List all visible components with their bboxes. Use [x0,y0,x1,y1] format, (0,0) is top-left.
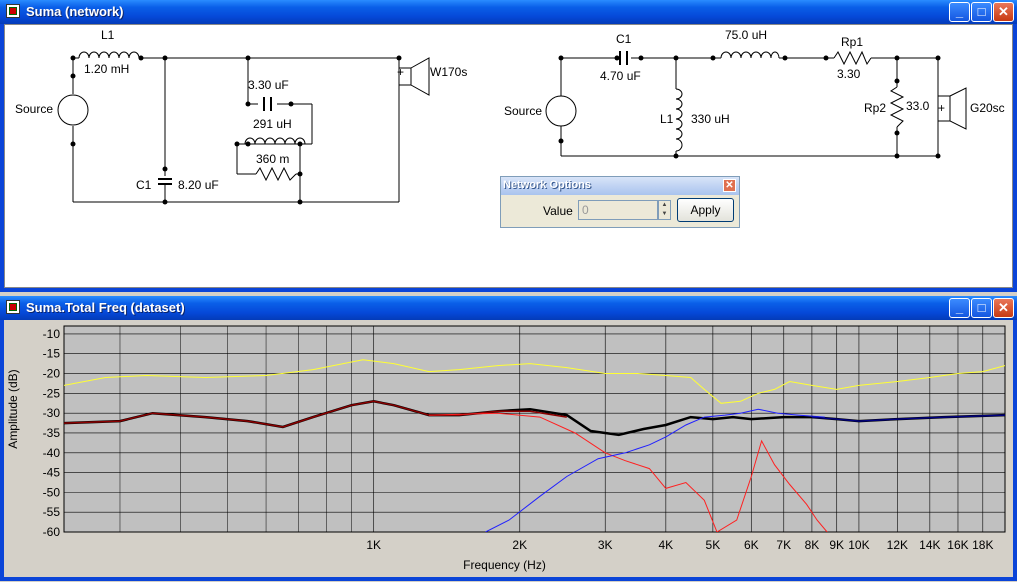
x-tick-label: 9K [829,538,844,552]
label-r-360m: 360 m [256,152,290,166]
y-tick-label: -10 [43,327,61,341]
x-tick-label: 2K [512,538,527,552]
y-tick-label: -45 [43,466,61,480]
series-line-0 [64,359,1005,404]
y-tick-label: -60 [43,525,61,539]
plot-window-title: Suma.Total Freq (dataset) [26,300,185,315]
x-tick-label: 10K [848,538,869,552]
y-axis-label: Amplitude (dB) [6,369,20,448]
label-c1-right-value: 4.70 uF [600,69,641,83]
label-rp1-value: 3.30 [837,67,861,81]
inductor-330uh [675,88,683,152]
label-l1-value: 1.20 mH [84,62,130,76]
value-input[interactable] [578,200,658,220]
network-canvas: L1 1.20 mH Source 3.30 uF 291 uH 360 m C… [4,24,1013,288]
schematic [57,50,967,205]
junction-dots [70,55,941,205]
label-rp2-value: 33.0 [906,99,930,113]
x-tick-label: 6K [744,538,759,552]
x-axis-label: Frequency (Hz) [463,558,546,572]
series-line-4 [485,408,825,532]
source-left [57,94,89,126]
inductor-l1 [78,51,140,59]
y-tick-label: -25 [43,386,61,400]
x-tick-label: 7K [776,538,791,552]
inductor-75uh [720,51,780,59]
close-button[interactable]: ✕ [993,2,1014,22]
x-tick-label: 3K [598,538,613,552]
plot-window: Suma.Total Freq (dataset) _ □ ✕ -10 -15 -2… [0,296,1017,581]
label-c1-right-name: C1 [616,32,632,46]
resistor-rp2 [889,86,905,128]
y-tick-label: -40 [43,446,61,460]
network-window: Suma (network) _ □ ✕ [0,0,1017,292]
value-label: Value [543,204,573,218]
resistor-360m [255,166,297,182]
y-tick-label: -50 [43,485,61,499]
network-options-title: Network Options [503,179,592,191]
x-tick-label: 1K [366,538,381,552]
plot-minimize-button[interactable]: _ [949,298,970,318]
label-rp2-name: Rp2 [864,101,887,115]
series-line-3 [428,412,828,532]
plot-close-button[interactable]: ✕ [993,298,1014,318]
x-tick-label: 5K [706,538,721,552]
network-options-close-button[interactable]: ✕ [723,179,736,192]
network-options-titlebar[interactable]: Network Options ✕ [501,177,739,195]
plot-window-titlebar[interactable]: Suma.Total Freq (dataset) _ □ ✕ [0,296,1017,320]
x-tick-label: 4K [658,538,673,552]
network-window-titlebar[interactable]: Suma (network) _ □ ✕ [0,0,1017,24]
y-tick-label: -20 [43,367,61,381]
maximize-button[interactable]: □ [971,2,992,22]
label-c1-name: C1 [136,178,152,192]
label-l-75uh: 75.0 uH [725,28,768,42]
x-tick-label: 8K [805,538,820,552]
label-l1-right-name: L1 [660,112,674,126]
y-tick-label: -35 [43,426,61,440]
label-plus-right: + [938,101,946,115]
resistor-rp1 [833,50,872,66]
source-right [545,95,577,127]
y-tick-label: -55 [43,505,61,519]
plot-area [63,325,1006,533]
label-plus-left: + [397,65,405,79]
plot-maximize-button[interactable]: □ [971,298,992,318]
label-source-left: Source [15,102,54,116]
x-tick-label: 12K [887,538,908,552]
frequency-chart[interactable]: -10 -15 -20 -25 -30 -35 -40 -45 -50 -55 -60 1K 2K 3K 4… [4,320,1013,577]
minimize-button[interactable]: _ [949,2,970,22]
app-icon [6,300,20,314]
series-line-5 [811,414,1005,422]
x-tick-label: 16K [947,538,968,552]
label-driver-w170s: W170s [430,65,468,79]
label-driver-g20sc: G20sc [970,101,1005,115]
network-window-title: Suma (network) [26,4,124,19]
series-line-2 [64,400,567,428]
label-c1-value: 8.20 uF [178,178,219,192]
value-spinner[interactable]: ▲▼ [658,200,671,220]
plot-client: -10 -15 -20 -25 -30 -35 -40 -45 -50 -55 -60 1K 2K 3K 4… [4,320,1013,577]
label-l-291uh: 291 uH [253,117,292,131]
y-tick-label: -30 [43,406,61,420]
label-l1-name: L1 [101,28,115,42]
label-l1-right-value: 330 uH [691,112,730,126]
app-icon [6,4,20,18]
y-tick-label: -15 [43,347,61,361]
inductor-291uh [244,137,306,145]
label-c-330uf: 3.30 uF [248,78,289,92]
label-source-right: Source [504,104,543,118]
network-options-dialog: Network Options ✕ Value ▲▼ Apply [500,176,740,228]
x-tick-label: 18K [972,538,993,552]
x-tick-label: 14K [919,538,940,552]
apply-button[interactable]: Apply [677,198,734,222]
label-rp1-name: Rp1 [841,35,864,49]
